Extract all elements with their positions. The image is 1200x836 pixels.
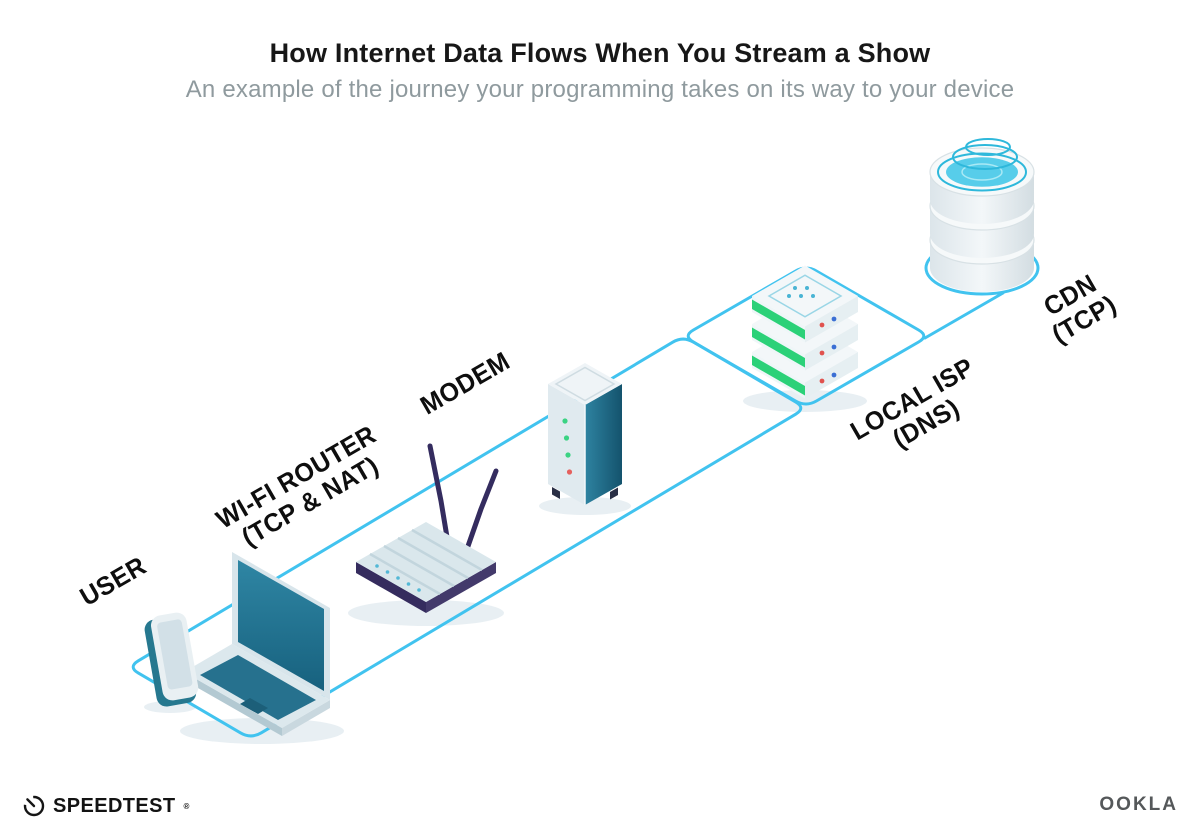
router-antenna-left: [427, 443, 452, 552]
modem-leds: [562, 418, 573, 475]
router-antenna-right: [464, 468, 499, 552]
server-top-dots: [787, 286, 815, 298]
path-user-to-isp: [131, 337, 803, 738]
speedtest-logo: SPEEDTEST ®: [22, 794, 190, 818]
wifi-router-illustration: [356, 443, 499, 613]
page-subtitle: An example of the journey your programmi…: [185, 76, 1015, 103]
speedtest-gauge-icon: [23, 795, 45, 817]
cdn-database-illustration: [929, 138, 1035, 292]
path-isp-to-cdn: [923, 291, 1005, 340]
registered-mark: ®: [183, 801, 190, 811]
ookla-wordmark: OOKLA: [1099, 794, 1178, 815]
modem-illustration: [548, 363, 622, 505]
router-leds: [375, 564, 421, 592]
speedtest-wordmark: SPEEDTEST: [53, 794, 176, 817]
user-laptop-illustration: [184, 552, 330, 736]
page-title: How Internet Data Flows When You Stream …: [269, 38, 931, 68]
user-phone-illustration: [144, 612, 199, 707]
isp-server-illustration: [752, 265, 858, 399]
